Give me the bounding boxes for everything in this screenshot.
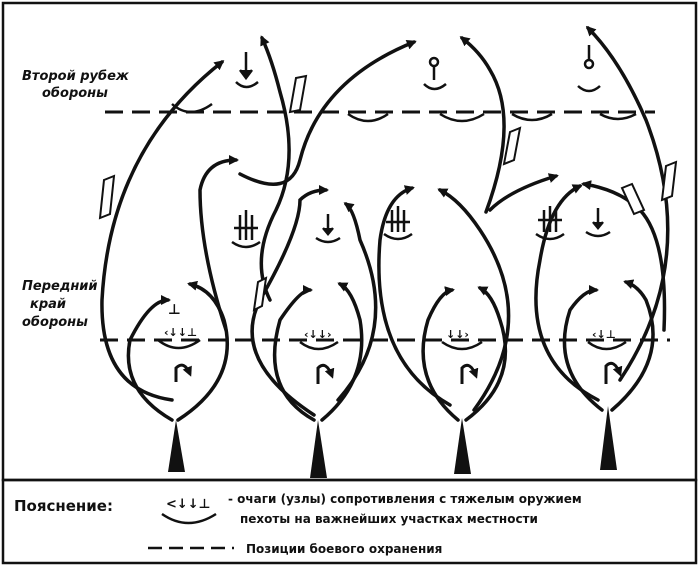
second-line-label-1: Второй рубеж bbox=[22, 69, 130, 84]
resistance-nodes: ‹↓↓⊥ ⊥ ‹↓↓› ↓↓› ‹↓⊥ bbox=[157, 302, 627, 351]
machine-gun-icon bbox=[231, 210, 261, 249]
resistance-node-1: ‹↓↓⊥ ⊥ bbox=[157, 302, 201, 350]
flow-arrow bbox=[459, 36, 506, 214]
flow-arrow bbox=[585, 25, 670, 382]
attack-wedges bbox=[168, 406, 617, 478]
front-edge-label-1: Передний bbox=[22, 279, 98, 294]
machine-gun-icon bbox=[383, 206, 413, 241]
front-edge-label-2: край bbox=[30, 297, 66, 312]
mortar-icon bbox=[235, 52, 259, 89]
flow-arrow bbox=[610, 279, 655, 412]
attack-wedge bbox=[168, 420, 185, 472]
flow-arrow bbox=[581, 180, 667, 332]
second-line-label: Второй рубеж обороны bbox=[22, 69, 130, 101]
legend-title: Пояснение: bbox=[14, 497, 113, 515]
flow-arrow bbox=[126, 295, 174, 422]
outpost-flags bbox=[98, 74, 678, 312]
svg-text:‹↓↓⊥: ‹↓↓⊥ bbox=[164, 326, 197, 339]
resistance-node-4: ‹↓⊥ bbox=[587, 328, 627, 351]
attack-wedge bbox=[600, 406, 617, 470]
weapon-symbols-second bbox=[235, 45, 601, 93]
flow-arrow bbox=[336, 202, 378, 402]
legend-item1-line2: пехоты на важнейших участках местности bbox=[240, 512, 538, 526]
hook-arrows bbox=[174, 361, 623, 384]
flow-arrow bbox=[488, 173, 559, 212]
flow-arrow bbox=[320, 282, 364, 422]
flow-arrow bbox=[259, 35, 291, 302]
legend-frame bbox=[1, 478, 698, 565]
gun-icon bbox=[577, 45, 601, 93]
flow-arrow bbox=[250, 185, 329, 417]
svg-text:‹↓↓›: ‹↓↓› bbox=[304, 328, 332, 341]
flow-arrow bbox=[272, 285, 316, 422]
machine-gun-icon bbox=[535, 206, 565, 241]
flow-arrow bbox=[238, 39, 417, 186]
flow-arrow bbox=[377, 185, 452, 407]
svg-text:⊥: ⊥ bbox=[168, 302, 181, 318]
second-line-label-2: обороны bbox=[42, 86, 108, 101]
weapon-symbols-mid bbox=[231, 206, 611, 249]
mortar-icon bbox=[315, 214, 341, 244]
svg-text:↓↓›: ↓↓› bbox=[446, 328, 469, 341]
front-edge-label: Передний край обороны bbox=[22, 279, 98, 330]
gun-icon bbox=[423, 56, 447, 91]
resistance-node-2: ‹↓↓› bbox=[299, 328, 339, 351]
legend-item1-line1: - очаги (узлы) сопротивления с тяжелым о… bbox=[228, 492, 582, 506]
flow-arrow bbox=[437, 188, 511, 412]
legend-symbol-text: <↓↓⊥ bbox=[166, 497, 211, 512]
flow-arrow bbox=[534, 184, 600, 402]
flow-arrow bbox=[464, 286, 508, 422]
resistance-node-3: ↓↓› bbox=[441, 328, 483, 351]
svg-text:‹↓⊥: ‹↓⊥ bbox=[592, 328, 616, 341]
mortar-icon bbox=[585, 208, 611, 238]
attack-wedge bbox=[454, 418, 471, 474]
flow-arrow bbox=[100, 60, 225, 402]
flow-arrows bbox=[100, 25, 670, 422]
flow-arrow bbox=[198, 155, 239, 332]
legend-node-symbol: <↓↓⊥ bbox=[161, 497, 217, 525]
attack-wedge bbox=[310, 420, 327, 478]
front-edge-label-3: обороны bbox=[22, 315, 88, 330]
legend-item2: Позиции боевого охранения bbox=[246, 542, 442, 556]
